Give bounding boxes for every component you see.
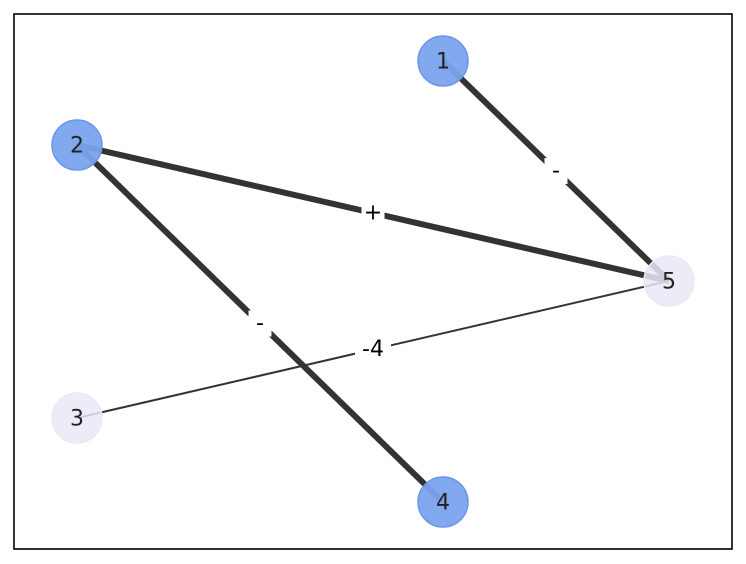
node-2[interactable]: 2 xyxy=(51,119,103,171)
node-label: 4 xyxy=(436,491,450,516)
edge-label: + xyxy=(364,201,382,226)
edge-label: -4 xyxy=(362,337,384,362)
node-1[interactable]: 1 xyxy=(417,35,469,87)
node-circle[interactable] xyxy=(417,476,469,528)
edge-2-5: + xyxy=(76,142,670,284)
node-3[interactable]: 3 xyxy=(51,392,103,444)
node-5[interactable]: 5 xyxy=(643,255,695,307)
edge-label-background xyxy=(544,158,568,184)
node-circle[interactable] xyxy=(51,119,103,171)
edge-label: - xyxy=(552,159,560,184)
edge-label-background xyxy=(355,336,391,363)
node-circle[interactable] xyxy=(51,392,103,444)
node-circle[interactable] xyxy=(643,255,695,307)
nodes-layer: 1 2 3 4 5 xyxy=(51,35,695,528)
node-4[interactable]: 4 xyxy=(417,476,469,528)
edges-layer: - + - -4 xyxy=(74,58,672,505)
edge-label: - xyxy=(256,311,264,336)
node-label: 5 xyxy=(662,270,676,295)
edge-2-4: - xyxy=(74,142,446,505)
edge-label-background xyxy=(361,200,385,226)
edge-3-5: -4 xyxy=(76,280,670,419)
edge-1-5: - xyxy=(440,58,672,284)
plot-frame xyxy=(13,13,733,550)
edge-label-background xyxy=(248,310,272,337)
node-circle[interactable] xyxy=(417,35,469,87)
node-label: 3 xyxy=(70,407,84,432)
node-label: 2 xyxy=(70,134,84,159)
node-label: 1 xyxy=(436,50,450,75)
